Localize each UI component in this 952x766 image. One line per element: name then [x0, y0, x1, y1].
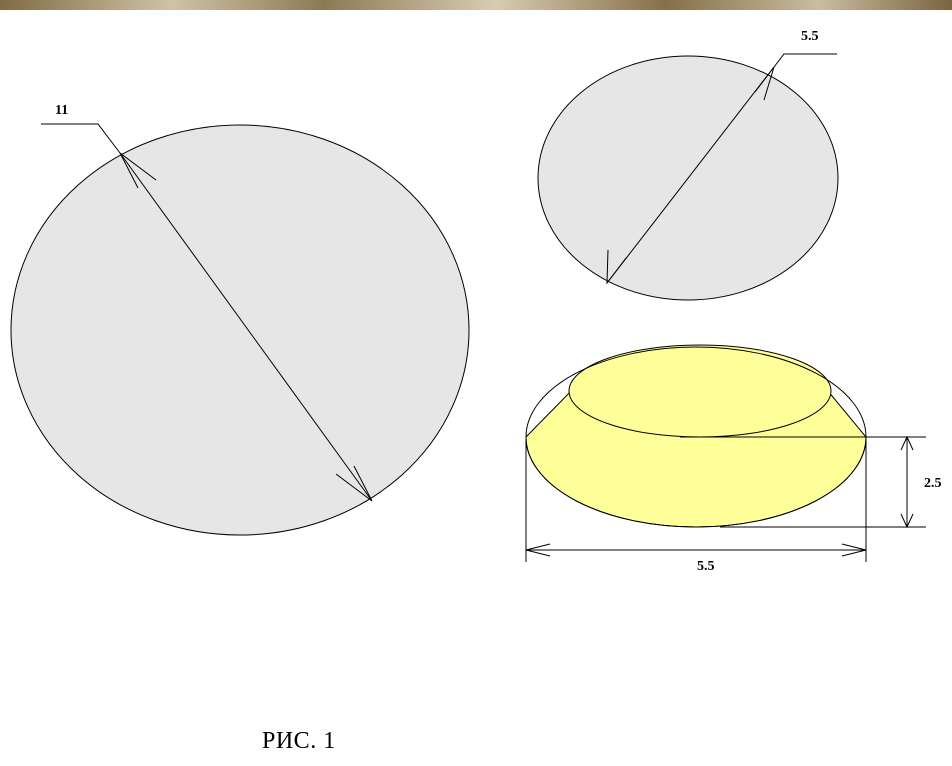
cake-base-rim-back	[525, 346, 867, 437]
width-arrowhead-left	[525, 543, 551, 557]
height-arrowhead-top	[900, 435, 914, 451]
cake-top-face	[568, 344, 832, 438]
cake-height-label: 2.5	[924, 476, 942, 491]
large-circle-group: 11	[10, 103, 470, 536]
large-circle	[10, 124, 470, 536]
figure-caption: РИС. 1	[262, 728, 336, 754]
small-circle-diameter-line	[606, 66, 775, 284]
small-circle-leader-line	[773, 53, 837, 68]
cake-width-label: 5.5	[697, 559, 715, 574]
width-arrowhead-right	[841, 543, 867, 557]
small-circle-diameter-label: 5.5	[801, 29, 819, 44]
small-circle-group: 5.5	[537, 29, 839, 301]
cake-width-dimension: 5.5	[525, 437, 867, 574]
cake-base-rim-front	[525, 437, 867, 528]
cake-group	[525, 344, 926, 528]
height-arrowhead-bottom	[900, 513, 914, 529]
cake-height-dimension: 2.5	[720, 435, 942, 529]
small-circle-arrowhead-bottom	[606, 249, 627, 285]
large-circle-diameter-line	[119, 152, 373, 502]
large-circle-leader-line	[41, 123, 121, 154]
decorative-top-strip	[0, 0, 952, 10]
large-circle-diameter-label: 11	[55, 103, 68, 118]
large-circle-arrowhead-bottom	[335, 465, 373, 502]
